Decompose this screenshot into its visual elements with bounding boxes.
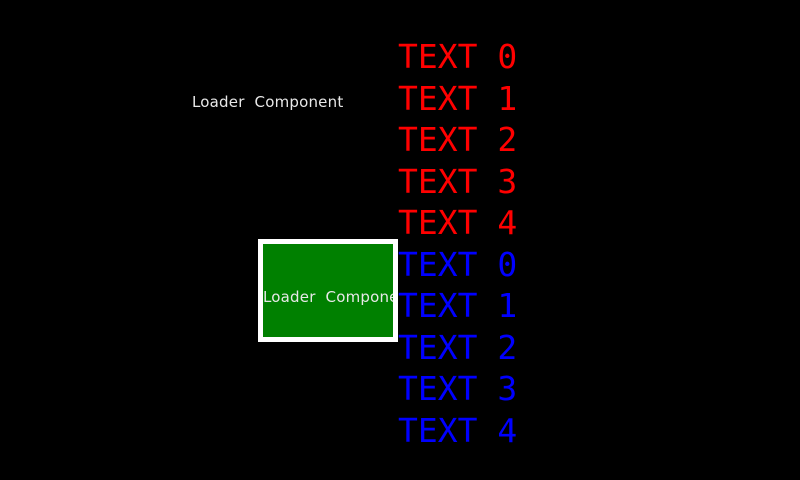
loader-component-box[interactable]: Loader Component — [258, 239, 398, 342]
text-row: TEXT 0 — [398, 37, 518, 76]
loader-component-label-top: Loader Component — [192, 93, 344, 111]
text-row: TEXT 4 — [398, 410, 518, 450]
text-row: TEXT 2 — [398, 120, 518, 159]
loader-box-clip-region: Loader Component — [263, 244, 393, 337]
text-row: TEXT 4 — [398, 203, 518, 242]
text-row: TEXT 1 — [398, 78, 518, 118]
repeated-text-column: TEXT 0 TEXT 1 TEXT 2 TEXT 3 TEXT 4 TEXT … — [398, 36, 517, 451]
text-row: TEXT 0 — [398, 244, 518, 284]
text-row: TEXT 2 — [398, 327, 518, 367]
text-row: TEXT 1 — [398, 286, 518, 325]
text-row: TEXT 3 — [398, 161, 518, 201]
text-row: TEXT 3 — [398, 369, 518, 408]
loader-component-label-inside-box: Loader Component — [263, 288, 393, 306]
